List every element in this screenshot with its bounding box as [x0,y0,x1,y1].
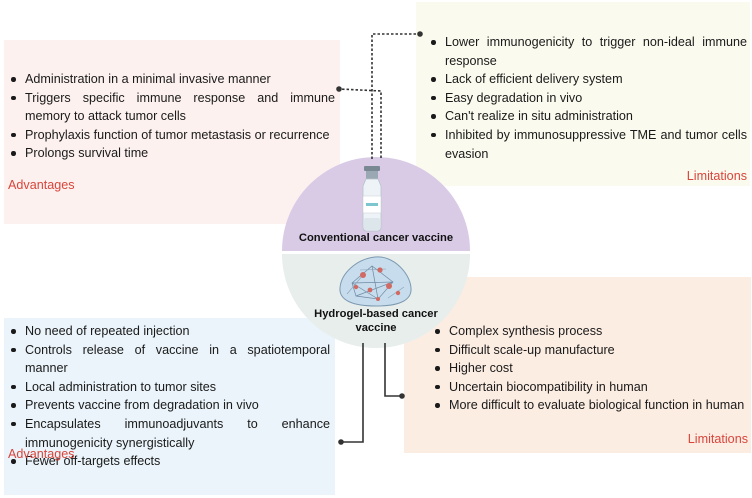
list-item: Administration in a minimal invasive man… [8,70,335,89]
list-item: Controls release of vaccine in a spatiot… [8,341,330,378]
list-item: Triggers specific immune response and im… [8,89,335,126]
list-item: Local administration to tumor sites [8,378,330,397]
advantages-label: Advantages [8,178,75,192]
list-item: More difficult to evaluate biological fu… [432,396,749,415]
advantages-hydrogel-list: No need of repeated injection Controls r… [8,322,330,471]
list-item: Fewer off-targets effects [8,452,330,471]
limitations-label: Limitations [687,432,748,446]
hydrogel-vaccine-label: Hydrogel-based cancer vaccine [314,308,438,334]
list-item: Prolongs survival time [8,144,335,163]
list-item: Higher cost [432,359,749,378]
list-item: Can't realize in situ administration [428,107,747,126]
advantages-hydrogel-panel: No need of repeated injection Controls r… [4,318,335,495]
list-item: Lower immunogenicity to trigger non-idea… [428,33,747,70]
advantages-label: Advantages [8,447,75,461]
connector-bottom-right [384,343,405,399]
connector-top-right [371,31,423,159]
hydrogel-icon [339,256,412,307]
limitations-conventional-list: Lower immunogenicity to trigger non-idea… [428,33,747,163]
list-item: Complex synthesis process [432,322,749,341]
advantages-conventional-panel: Administration in a minimal invasive man… [4,40,340,224]
list-item: Inhibited by immunosuppressive TME and t… [428,126,747,163]
conventional-vaccine-label: Conventional cancer vaccine [298,232,454,244]
list-item: Difficult scale-up manufacture [432,341,749,360]
vaccine-vial-icon [362,166,382,232]
limitations-conventional-panel: Lower immunogenicity to trigger non-idea… [416,2,750,186]
list-item: Easy degradation in vivo [428,89,747,108]
list-item: No need of repeated injection [8,322,330,341]
list-item: Prophylaxis function of tumor metastasis… [8,126,335,145]
limitations-hydrogel-panel: Complex synthesis process Difficult scal… [404,277,751,453]
connector-top-left [336,86,382,158]
limitations-label: Limitations [686,169,747,183]
advantages-conventional-list: Administration in a minimal invasive man… [8,70,335,163]
list-item: Encapsulates immunoadjuvants to enhance … [8,415,330,452]
list-item: Lack of efficient delivery system [428,70,747,89]
connector-bottom-left [338,343,364,445]
list-item: Uncertain biocompatibility in human [432,378,749,397]
limitations-hydrogel-list: Complex synthesis process Difficult scal… [432,322,749,415]
list-item: Prevents vaccine from degradation in viv… [8,396,330,415]
